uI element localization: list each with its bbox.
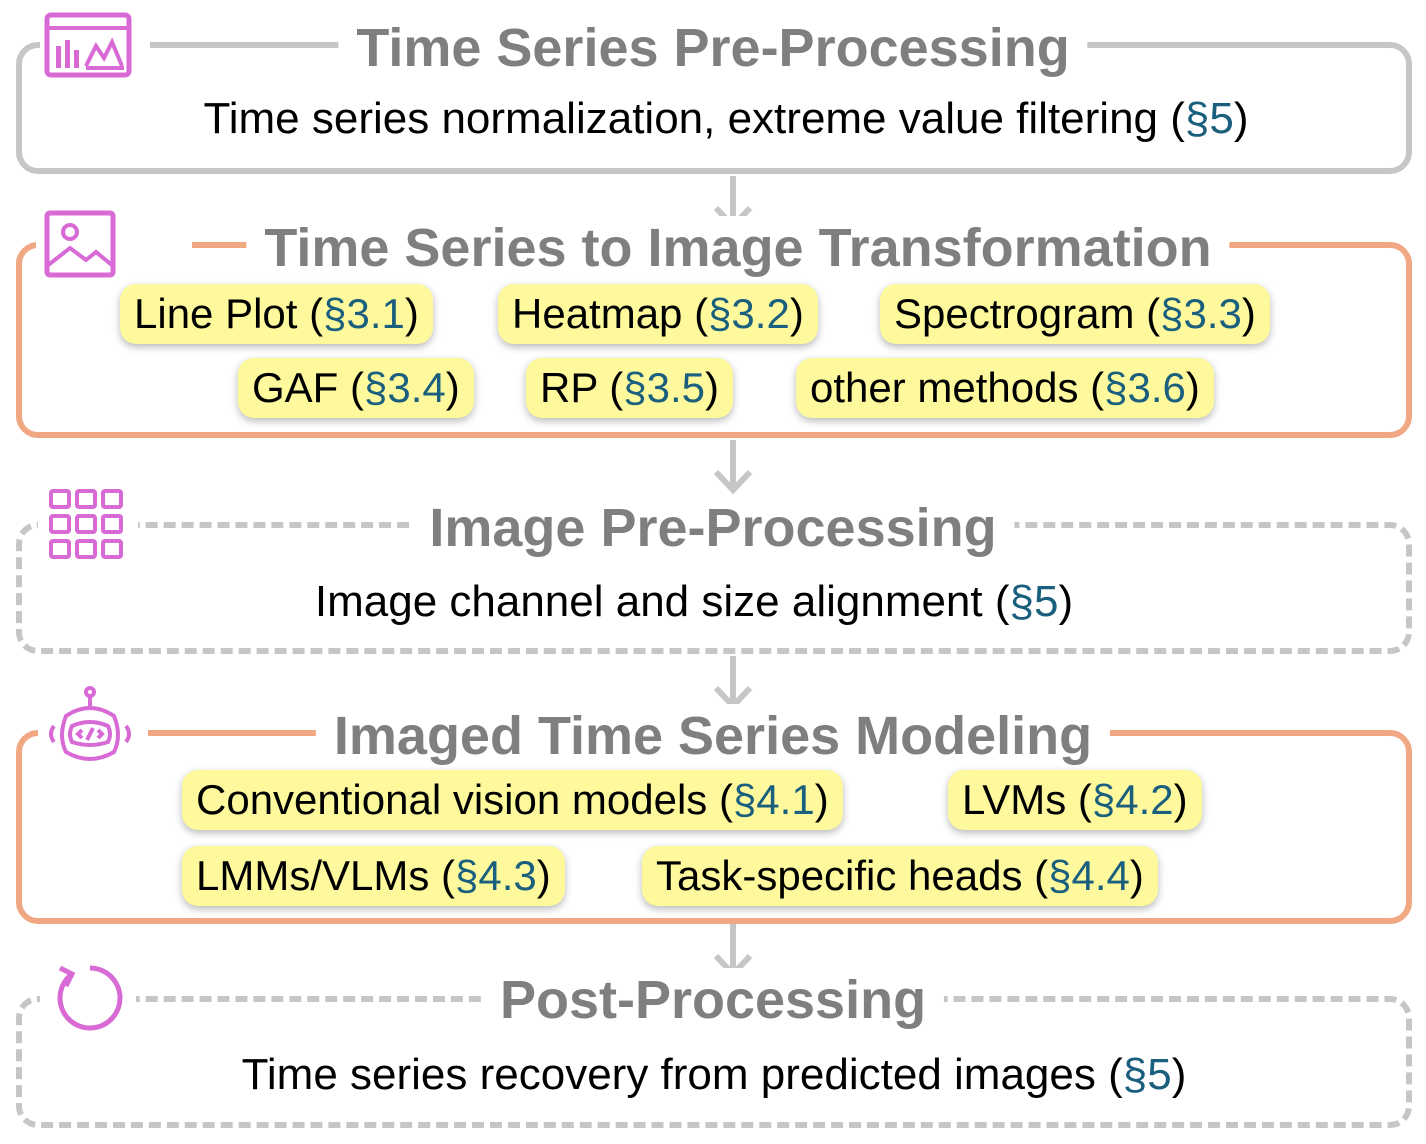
flow-arrow bbox=[713, 440, 753, 495]
stage-image-preprocessing-title: Image Pre-Processing bbox=[411, 496, 1015, 560]
chip-lmms-vlms[interactable]: LMMs/VLMs (§4.3) bbox=[182, 846, 565, 906]
chip-other-methods[interactable]: other methods (§3.6) bbox=[796, 358, 1214, 418]
stage-image-preprocessing-description: Image channel and size alignment (§5) bbox=[314, 577, 1074, 626]
section-ref[interactable]: §5 bbox=[1184, 94, 1234, 143]
section-ref[interactable]: §5 bbox=[1009, 577, 1059, 626]
grid-icon bbox=[49, 489, 123, 559]
stage-ts-preprocessing-description: Time series normalization, extreme value… bbox=[203, 94, 1249, 143]
chip-gaf[interactable]: GAF (§3.4) bbox=[238, 358, 474, 418]
chip-line-plot[interactable]: Line Plot (§3.1) bbox=[120, 284, 433, 344]
chip-lvms[interactable]: LVMs (§4.2) bbox=[948, 770, 1202, 830]
robot-icon bbox=[49, 686, 131, 761]
image-icon bbox=[44, 210, 116, 278]
stage-postprocessing-description: Time series recovery from predicted imag… bbox=[241, 1050, 1187, 1099]
chart-dashboard-icon bbox=[44, 12, 132, 78]
refresh-icon bbox=[57, 965, 123, 1031]
chip-rp[interactable]: RP (§3.5) bbox=[526, 358, 733, 418]
section-ref[interactable]: §5 bbox=[1122, 1050, 1172, 1099]
chip-conventional-vision-models[interactable]: Conventional vision models (§4.1) bbox=[182, 770, 843, 830]
stage-ts-preprocessing-title: Time Series Pre-Processing bbox=[338, 16, 1088, 80]
chip-heatmap[interactable]: Heatmap (§3.2) bbox=[498, 284, 818, 344]
chip-spectrogram[interactable]: Spectrogram (§3.3) bbox=[880, 284, 1270, 344]
chip-task-specific-heads[interactable]: Task-specific heads (§4.4) bbox=[642, 846, 1158, 906]
stage-ts-to-image-title: Time Series to Image Transformation bbox=[246, 216, 1230, 280]
stage-modeling-title: Imaged Time Series Modeling bbox=[315, 704, 1111, 768]
stage-postprocessing-title: Post-Processing bbox=[481, 968, 945, 1032]
